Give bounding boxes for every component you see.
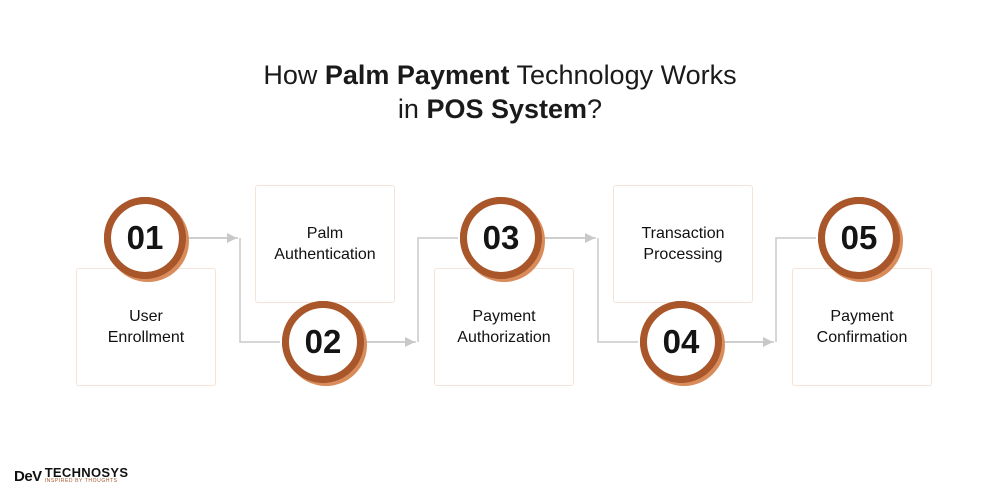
title-line-1: How Palm Payment Technology Works bbox=[0, 58, 1000, 92]
step-4-number: 04 bbox=[640, 301, 722, 383]
brand-logo: DeV TECHNOSYS INSPIRED BY THOUGHTS bbox=[14, 464, 128, 488]
title-text: Technology Works bbox=[509, 60, 737, 90]
title-text: ? bbox=[587, 94, 603, 124]
title-text: in bbox=[397, 94, 427, 124]
step-2-box: Palm Authentication bbox=[255, 185, 395, 303]
page-title: How Palm Payment Technology Works in POS… bbox=[0, 58, 1000, 126]
title-highlight: POS System bbox=[426, 94, 588, 124]
step-1-box: User Enrollment bbox=[76, 268, 216, 386]
title-text: How bbox=[263, 60, 325, 90]
step-2-label: Palm Authentication bbox=[274, 225, 376, 263]
step-3-label: Payment Authorization bbox=[457, 308, 551, 346]
step-4-box: Transaction Processing bbox=[613, 185, 753, 303]
logo-text: TECHNOSYS INSPIRED BY THOUGHTS bbox=[44, 465, 129, 485]
step-1-label: User Enrollment bbox=[107, 308, 185, 346]
logo-tagline: INSPIRED BY THOUGHTS bbox=[44, 478, 118, 484]
step-2-number: 02 bbox=[282, 301, 364, 383]
step-5-box: Payment Confirmation bbox=[792, 268, 932, 386]
title-highlight: Palm Payment bbox=[324, 60, 510, 90]
step-3-box: Payment Authorization bbox=[434, 268, 574, 386]
step-5-number: 05 bbox=[818, 197, 900, 279]
logo-mark: DeV bbox=[14, 467, 42, 485]
logo-name: TECHNOSYS bbox=[44, 465, 129, 480]
step-4-label: Transaction Processing bbox=[641, 225, 725, 263]
step-1-number: 01 bbox=[104, 197, 186, 279]
step-3-number: 03 bbox=[460, 197, 542, 279]
title-line-2: in POS System? bbox=[0, 92, 1000, 126]
step-5-label: Payment Confirmation bbox=[816, 308, 908, 346]
